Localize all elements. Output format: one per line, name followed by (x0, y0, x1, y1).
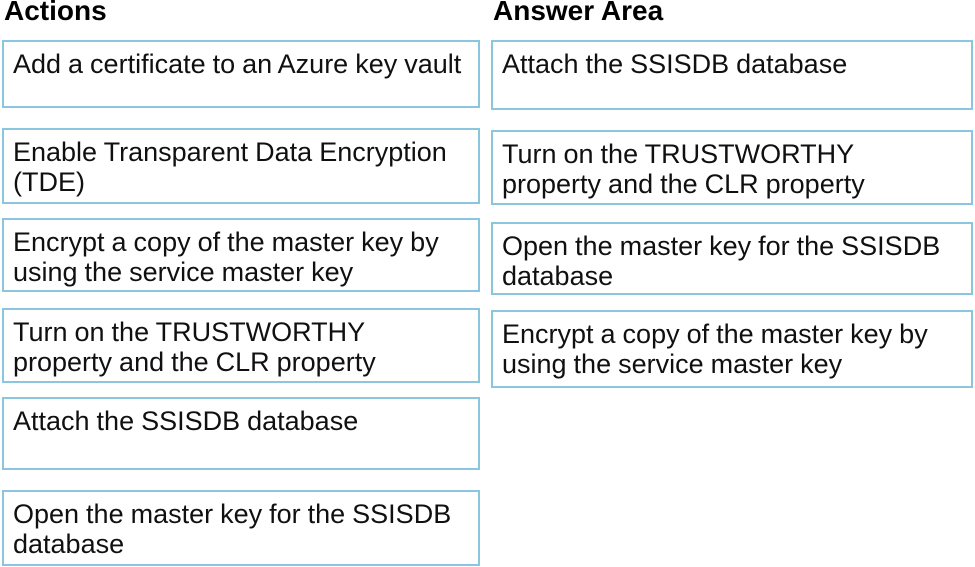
actions-column: Actions Add a certificate to an Azure ke… (2, 0, 480, 567)
action-card[interactable]: Open the master key for the SSISDB datab… (2, 490, 480, 566)
answer-area-heading: Answer Area (493, 0, 664, 26)
action-card[interactable]: Turn on the TRUSTWORTHY property and the… (2, 308, 480, 383)
actions-heading: Actions (4, 0, 107, 26)
action-card[interactable]: Encrypt a copy of the master key by usin… (2, 218, 480, 292)
action-card[interactable]: Enable Transparent Data Encryption (TDE) (2, 128, 480, 204)
action-card[interactable]: Attach the SSISDB database (2, 397, 480, 470)
answer-card[interactable]: Turn on the TRUSTWORTHY property and the… (491, 130, 973, 205)
answer-card[interactable]: Attach the SSISDB database (491, 40, 973, 110)
answer-card[interactable]: Encrypt a copy of the master key by usin… (491, 310, 973, 388)
action-card[interactable]: Add a certificate to an Azure key vault (2, 40, 480, 108)
answer-card[interactable]: Open the master key for the SSISDB datab… (491, 222, 973, 295)
